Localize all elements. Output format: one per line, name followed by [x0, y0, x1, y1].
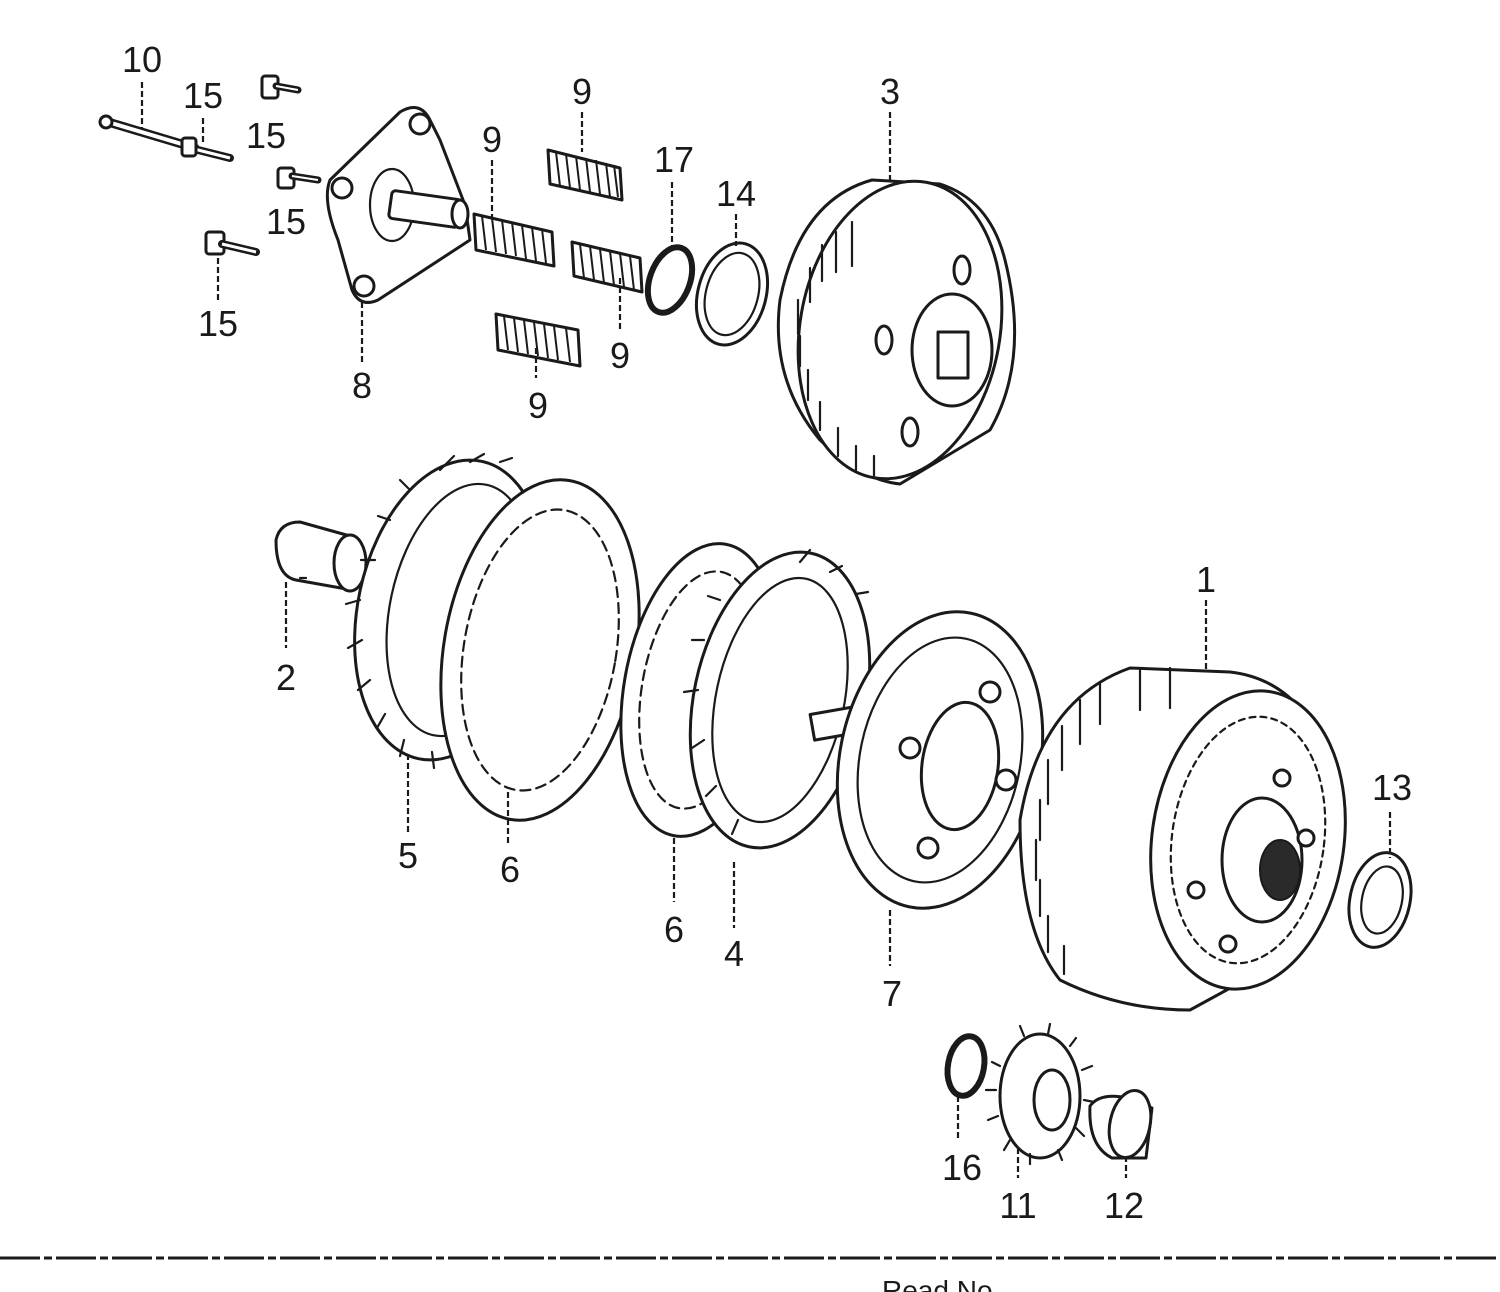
part-16-circlip [944, 1033, 988, 1099]
callout-14: 14 [716, 173, 756, 214]
callout-15: 15 [266, 201, 306, 242]
part-12-collar [1088, 1088, 1154, 1160]
part-9-spring-mid [570, 240, 644, 294]
part-3-clutch-center [776, 178, 1017, 486]
callout-10: 10 [122, 39, 162, 80]
callout-15: 15 [198, 303, 238, 344]
part-17-circlip [644, 244, 696, 316]
callout-8: 8 [352, 365, 372, 406]
part-9-spring-bottom [494, 312, 582, 368]
callout-4: 4 [724, 933, 744, 974]
part-9-spring-left [472, 212, 556, 268]
callout-15: 15 [183, 75, 223, 116]
callout-6: 6 [500, 849, 520, 890]
part-15-bolt-c [276, 166, 322, 190]
footer-text: Read No [882, 1275, 993, 1292]
part-8-pressure-plate [325, 106, 472, 304]
callout-15: 15 [246, 115, 286, 156]
callout-9: 9 [482, 119, 502, 160]
callout-5: 5 [398, 835, 418, 876]
part-1-clutch-housing [1018, 666, 1347, 1012]
callout-11: 11 [999, 1185, 1036, 1226]
callout-labels: 10 15 15 15 15 8 9 9 9 9 17 14 3 2 5 6 6… [122, 39, 1412, 1226]
callout-7: 7 [882, 973, 902, 1014]
footer: Read No [0, 1256, 1500, 1292]
callout-3: 3 [880, 71, 900, 112]
part-2-bushing [274, 520, 368, 593]
part-13-thrust-washer [1347, 851, 1413, 949]
part-11-driven-gear [984, 1022, 1096, 1166]
part-15-bolt-b [260, 74, 302, 100]
part-9-spring-top [546, 148, 624, 202]
part-15-bolt-a [180, 136, 234, 162]
callout-13: 13 [1372, 767, 1412, 808]
callout-6: 6 [664, 909, 684, 950]
callout-2: 2 [276, 657, 296, 698]
callout-17: 17 [654, 139, 694, 180]
callout-9: 9 [528, 385, 548, 426]
leader-lines [140, 82, 1392, 1178]
callout-9: 9 [572, 71, 592, 112]
callout-9: 9 [610, 335, 630, 376]
part-15-bolt-d [204, 230, 260, 256]
callout-1: 1 [1196, 559, 1216, 600]
callout-16: 16 [942, 1147, 982, 1188]
callout-12: 12 [1104, 1185, 1144, 1226]
part-14-washer [695, 241, 769, 347]
